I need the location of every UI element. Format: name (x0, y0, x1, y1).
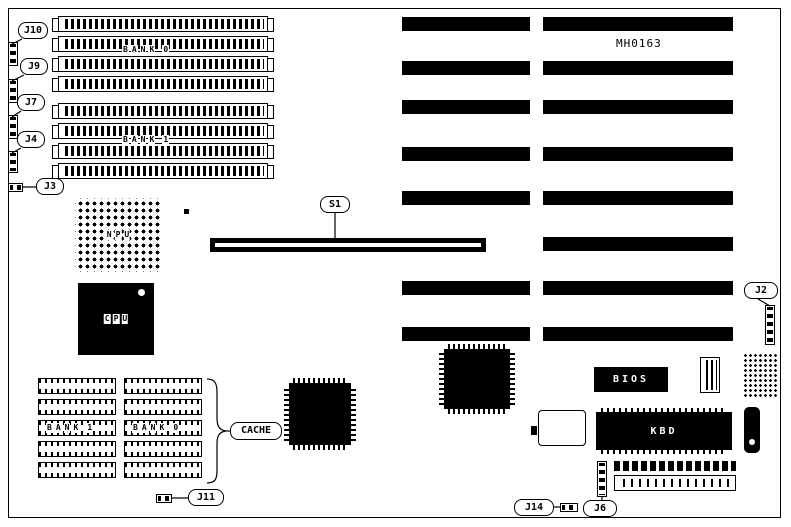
callout-j11: J11 (188, 489, 224, 506)
resonator (700, 357, 720, 393)
callout-j10: J10 (18, 22, 48, 39)
isa-slot-segment (402, 61, 530, 75)
isa-slot-segment (402, 100, 530, 114)
pad-grid (742, 352, 778, 398)
isa-slot-segment (543, 147, 733, 161)
qfp-chip-1 (284, 378, 356, 450)
isa-slot-segment (543, 100, 733, 114)
connector-j2 (765, 305, 775, 345)
connector-j3 (8, 183, 23, 192)
callout-j4-label: J4 (24, 133, 38, 145)
connector-j14 (560, 503, 578, 512)
cache-chip (38, 441, 116, 457)
isa-slot-segment (402, 17, 530, 31)
callout-j9-label: J9 (27, 60, 41, 72)
cache-chip (38, 399, 116, 415)
cache-label: CACHE (240, 425, 272, 436)
connector-j9 (8, 79, 18, 103)
callout-s1-label: S1 (328, 198, 342, 210)
connector-j11 (156, 494, 172, 503)
cache-chip (38, 378, 116, 394)
callout-j3-label: J3 (43, 180, 57, 192)
isa-slot-segment (402, 147, 530, 161)
board-model: MH0163 (616, 37, 662, 50)
isa-slot-segment (402, 327, 530, 341)
connector-j4 (8, 151, 18, 173)
bios-label: BIOS (612, 374, 650, 385)
callout-j4: J4 (17, 131, 45, 148)
callout-j14-label: J14 (524, 501, 544, 513)
simm-socket (52, 163, 274, 179)
isa-slot-segment (543, 281, 733, 295)
callout-j7-label: J7 (24, 96, 38, 108)
simm-socket (52, 103, 274, 119)
isa-slot-segment (402, 281, 530, 295)
bios-chip: BIOS (594, 367, 668, 392)
board-outline (8, 8, 781, 518)
crystal-oscillator (538, 410, 586, 446)
qfp-chip-2 (439, 344, 515, 414)
crystal-lead (531, 426, 537, 435)
simm-socket (52, 16, 274, 32)
simm-socket (52, 56, 274, 72)
callout-j11-label: J11 (196, 491, 216, 503)
simm-socket (52, 76, 274, 92)
callout-j2-label: J2 (754, 284, 768, 296)
callout-j3: J3 (36, 178, 64, 195)
connector-j10 (8, 42, 18, 66)
isa-slot-segment (402, 191, 530, 205)
isa-slot-segment (543, 61, 733, 75)
keyboard-connector (744, 407, 760, 453)
pin1-marker (184, 209, 189, 214)
connector-j7 (8, 115, 18, 139)
callout-j2: J2 (744, 282, 778, 299)
isa-slot-segment (543, 327, 733, 341)
isa-slot-segment (543, 191, 733, 205)
callout-j9: J9 (20, 58, 48, 75)
callout-j6-label: J6 (593, 502, 607, 514)
kbd-label: KBD (650, 425, 678, 437)
cache-chip (124, 378, 202, 394)
simm-socket (52, 143, 274, 159)
isa-slot-segment (543, 17, 733, 31)
cache-chip (124, 441, 202, 457)
connector-j6 (597, 461, 607, 497)
callout-j6: J6 (583, 500, 617, 517)
callout-j10-label: J10 (23, 24, 43, 36)
isa-slot-segment (543, 237, 733, 251)
callout-j14: J14 (514, 499, 554, 516)
callout-j7: J7 (17, 94, 45, 111)
cache-chip (38, 462, 116, 478)
cache-chip (124, 462, 202, 478)
cache-chip (124, 399, 202, 415)
pin-header-row (614, 461, 736, 471)
kbd-chip: KBD (596, 408, 732, 454)
callout-cache: CACHE (230, 422, 282, 440)
callout-s1: S1 (320, 196, 350, 213)
slot-s1 (210, 238, 486, 252)
pin-header-box (614, 475, 736, 491)
